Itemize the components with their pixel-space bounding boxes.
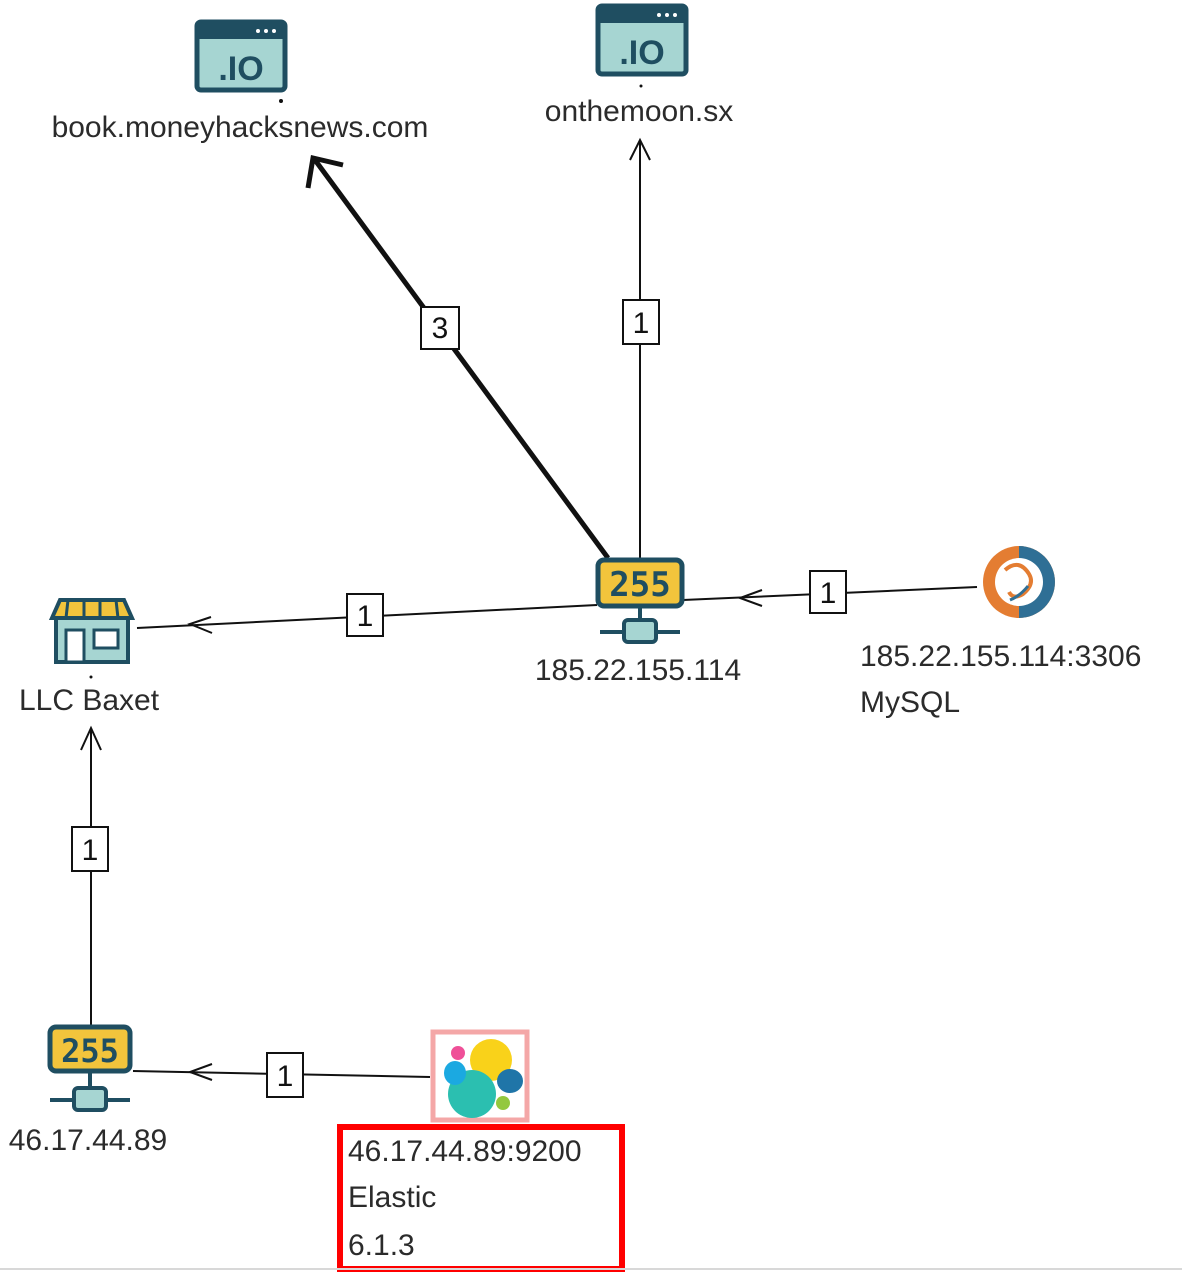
node-domain-book[interactable]: .IO book.moneyhacksnews.com [52,19,429,144]
arrowhead-icon [737,589,763,607]
node-ip-185[interactable]: 255 185.22.155.114 [535,557,741,687]
edge-count-label: 1 [820,577,837,610]
ip-network-icon: 255 [595,557,685,644]
arrowhead-icon [187,616,213,634]
edge-ip185-to-llc[interactable]: 1 [136,593,598,637]
edge-count-box [809,570,847,614]
edge-count-label: 1 [277,1060,294,1093]
edge-count-label: 1 [357,600,374,633]
node-domain-moon[interactable]: .IO onthemoon.sx [545,3,733,128]
edge-count-box [622,299,660,345]
node-elastic[interactable]: 46.17.44.89:9200 Elastic 6.1.3 [337,1029,625,1272]
arrowhead-icon [305,154,344,189]
edge-count-box [266,1052,304,1098]
node-label-version: 6.1.3 [348,1229,415,1262]
ip-network-icon: 255 [47,1024,133,1112]
edge-count-label: 1 [82,834,99,867]
edge-count-box [420,306,460,350]
node-label: onthemoon.sx [545,95,733,128]
arrowhead-icon [80,725,102,751]
node-label-address: 185.22.155.114:3306 [860,640,1141,673]
edge-ip46-to-llc[interactable]: 1 [71,725,109,1025]
arrowhead-icon [187,1063,213,1081]
icon-text: 255 [609,565,670,605]
edge-ip185-to-moon[interactable]: 1 [622,137,660,558]
edge-count-label: 1 [633,307,650,340]
edge-count-label: 3 [432,312,449,345]
edge-count-box [71,826,109,872]
web-domain-icon: .IO [595,3,689,88]
node-label-service: MySQL [860,686,960,719]
node-label: book.moneyhacksnews.com [52,111,429,144]
arrowhead-icon [629,137,651,161]
edge-mysql-to-ip185[interactable]: 1 [682,570,978,614]
elastic-icon [444,1039,523,1118]
icon-text: .IO [218,50,263,88]
bottom-divider [0,1268,1182,1270]
node-label: 185.22.155.114 [535,654,741,687]
edge-ip185-to-book[interactable]: 3 [305,154,611,560]
node-llc-baxet[interactable]: LLC Baxet [19,598,160,717]
node-label-address: 46.17.44.89:9200 [348,1135,582,1168]
mysql-dolphin-icon [983,546,1055,618]
storefront-icon [48,598,136,679]
edge-count-box [346,593,384,637]
node-ip-46[interactable]: 255 46.17.44.89 [9,1024,167,1157]
node-label: LLC Baxet [19,684,160,717]
edge-elastic-to-ip46[interactable]: 1 [132,1052,431,1098]
icon-text: .IO [619,34,664,72]
node-label-service: Elastic [348,1181,436,1214]
icon-text: 255 [61,1032,119,1070]
node-label: 46.17.44.89 [9,1124,167,1157]
web-domain-icon: .IO [194,19,288,103]
node-mysql[interactable]: 185.22.155.114:3306 MySQL [860,546,1141,719]
selection-highlight [430,1029,530,1123]
